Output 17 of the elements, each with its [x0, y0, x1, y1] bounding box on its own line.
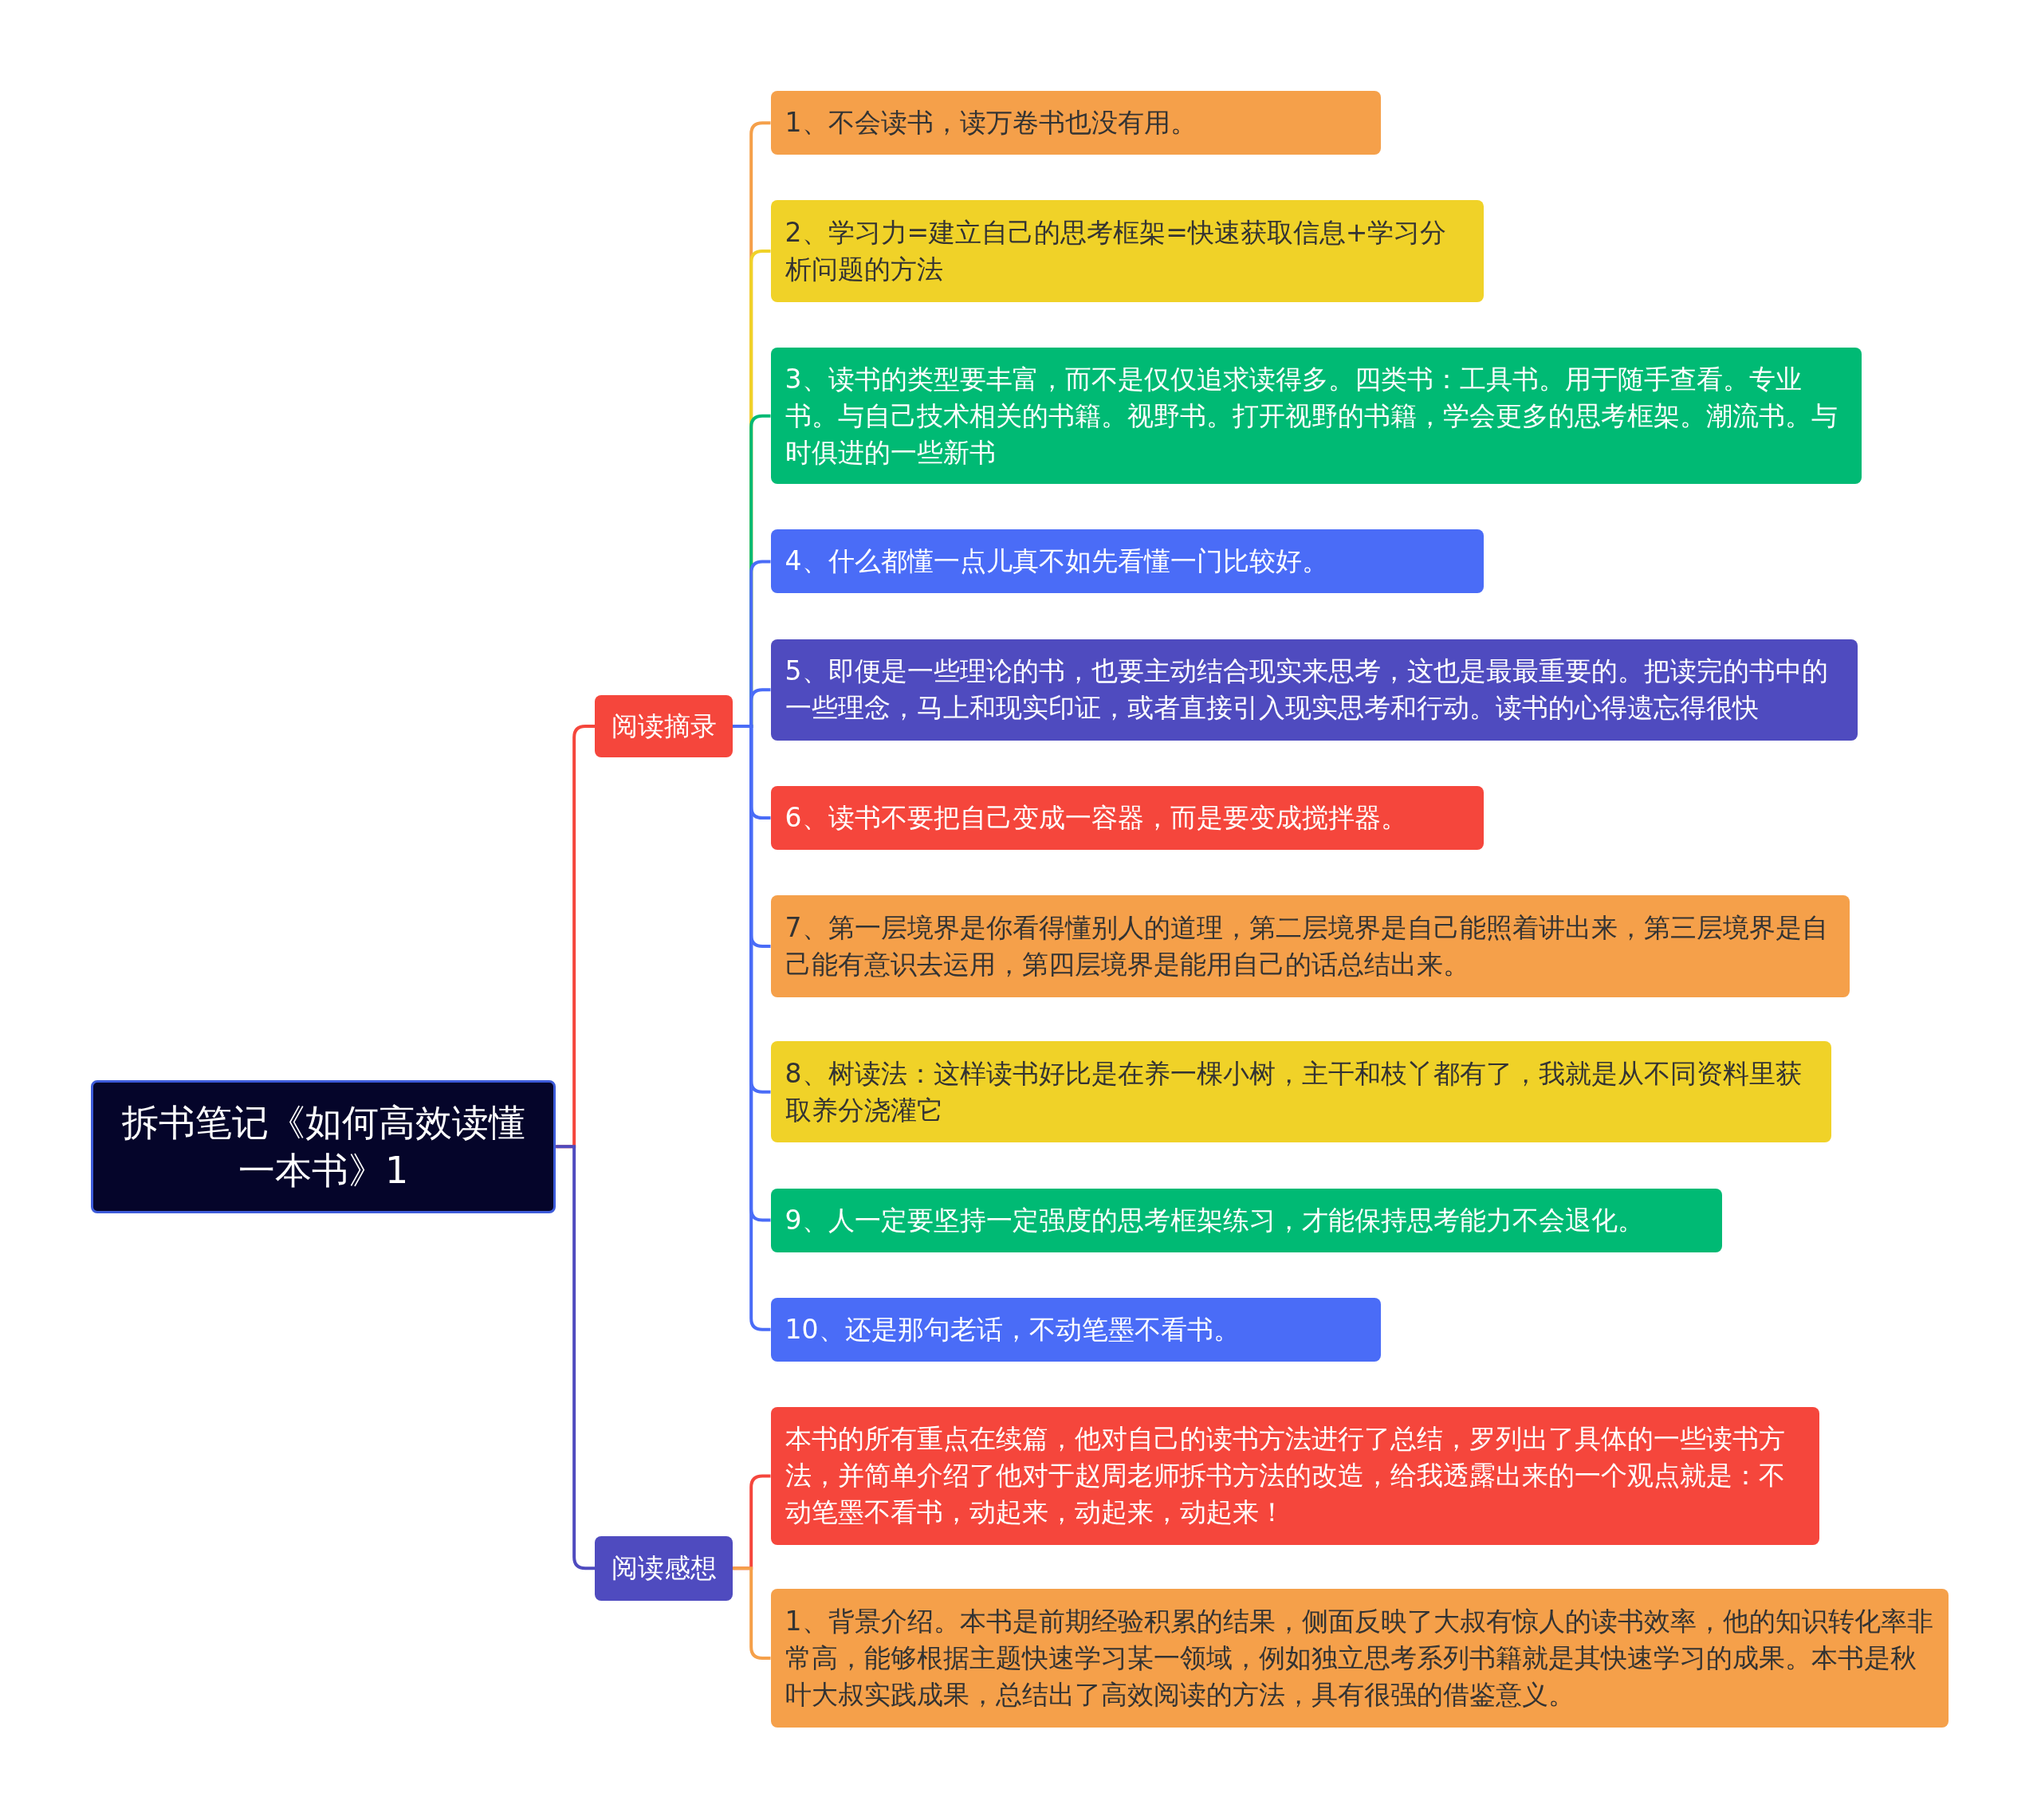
topic-box: 1、不会读书，读万卷书也没有用。 [770, 91, 1382, 155]
topic-box: 10、还是那句老话，不动笔墨不看书。 [770, 1297, 1382, 1362]
branch-topic-box: 阅读感想 [595, 1535, 733, 1602]
topic-box: 9、人一定要坚持一定强度的思考框架练习，才能保持思考能力不会退化。 [770, 1188, 1722, 1252]
topic-box: 6、读书不要把自己变成一容器，而是要变成搅拌器。 [770, 786, 1485, 851]
topic-box: 8、树读法：这样读书好比是在养一棵小树，主干和枝丫都有了，我就是从不同资料里获取养分浇灌它 [770, 1041, 1832, 1143]
branch-topic-box: 阅读摘录 [595, 694, 733, 758]
topic-box: 7、第一层境界是你看得懂别人的道理，第二层境界是自己能照着讲出来，第三层境界是自己能有意识去运用，第四层境界是能用自己的话总结出来。 [770, 895, 1850, 997]
connector-line [733, 1566, 771, 1660]
topic-box: 3、读书的类型要丰富，而不是仅仅追求读得多。四类书：工具书。用于随手查看。专业书。与自己技术相关的书籍。视野书。打开视野的书籍，学会更多的思考框架。潮流书。与时俱进的一些新书 [770, 347, 1862, 485]
topic-box: 5、即便是一些理论的书，也要主动结合现实来思考，这也是最最重要的。把读完的书中的一些理念，马上和现实印证，或者直接引入现实思考和行动。读书的心得遗忘得很快 [770, 639, 1858, 741]
topic-box: 本书的所有重点在续篇，他对自己的读书方法进行了总结，罗列出了具体的一些读书方法，并简单介绍了他对于赵周老师拆书方法的改造，给我透露出来的一个观点就是：不动笔墨不看书，动起来，动起来，动起来！ [770, 1406, 1820, 1545]
connector-line [556, 1145, 596, 1570]
topic-box: 2、学习力=建立自己的思考框架=快速获取信息+学习分析问题的方法 [770, 200, 1485, 302]
topic-box: 4、什么都懂一点儿真不如先看懂一门比较好。 [770, 529, 1485, 594]
central-topic-box: 拆书笔记《如何高效读懂一本书》1 [91, 1080, 556, 1213]
topic-box: 1、背景介绍。本书是前期经验积累的结果，侧面反映了大叔有惊人的读书效率，他的知识转化率非常高，能够根据主题快速学习某一领域，例如独立思考系列书籍就是其快速学习的成果。本书是秋叶大叔实践成果，总结出了高效阅读的方法，具有很强的借鉴意义。 [770, 1589, 1949, 1728]
